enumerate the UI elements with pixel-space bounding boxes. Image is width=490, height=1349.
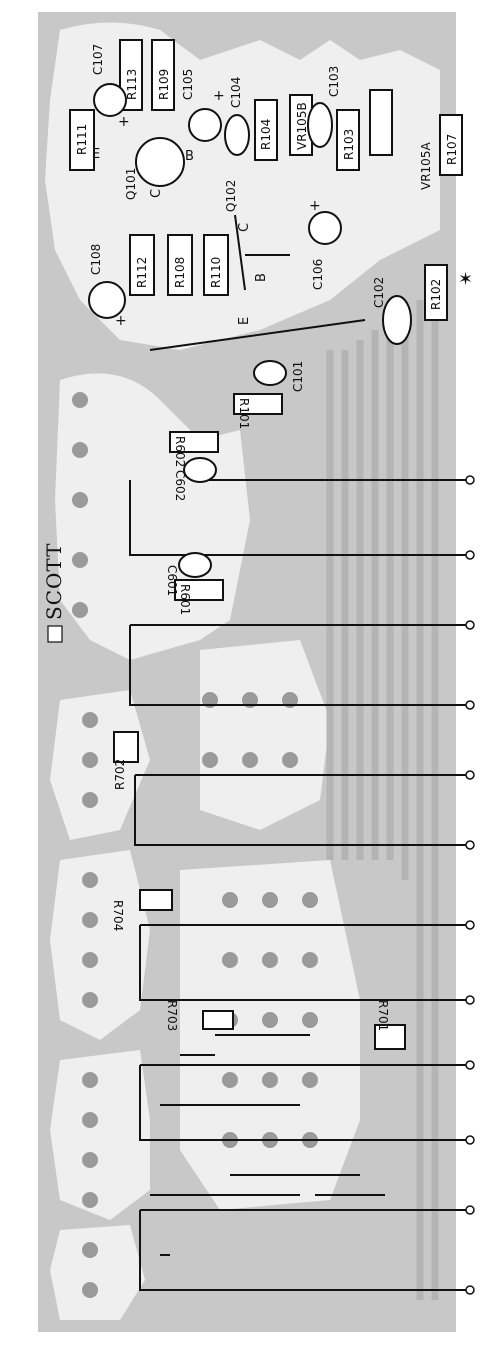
terminal-c-q102: C [237,223,252,232]
star-mark: ✶ [458,269,473,290]
svg-text:+: + [309,198,321,214]
terminal-b-q101: B [185,149,194,164]
label-r109: R109 [157,69,171,100]
label-r107: R107 [445,134,459,165]
resistors [69,39,463,1050]
label-c104: C104 [229,77,243,108]
label-vr105a: VR105A [419,142,433,190]
label-r102: R102 [429,279,443,310]
label-r101: R101 [237,398,251,429]
terminal-b-q102: B [254,273,269,282]
label-c601: C601 [165,565,179,596]
label-q101: Q101 [124,168,138,200]
label-r110: R110 [209,257,223,288]
scott-logo: SCOTT [42,543,66,643]
transistor-q102-lead [234,214,246,291]
svg-text:+: + [115,313,127,329]
transistor-q101 [135,137,185,187]
svg-text:+: + [213,88,225,104]
label-c106: C106 [311,259,325,290]
label-c103: C103 [327,66,341,97]
label-r703: R703 [165,1000,179,1031]
capacitors [88,83,412,578]
label-r602: R602 [173,436,187,467]
label-r104: R104 [259,119,273,150]
label-r704: R704 [111,900,125,931]
brand-name: SCOTT [42,543,66,620]
component-labels: R111 R113 R109 R104 VR105B R103 R107 VR1… [75,44,459,1032]
label-r701: R701 [376,1000,390,1031]
solder-pads [72,392,318,1298]
label-r103: R103 [342,129,356,160]
svg-text:+: + [118,114,130,130]
label-c602: C602 [173,470,187,501]
label-q102: Q102 [224,180,238,212]
label-r113: R113 [125,69,139,100]
polarity-marks: + + + + [115,88,321,329]
jumper-wires [129,254,470,1291]
label-c108: C108 [89,244,103,275]
label-r112: R112 [135,257,149,288]
label-r111: R111 [75,124,89,155]
label-r702: R702 [113,759,127,790]
label-c101: C101 [291,361,305,392]
terminal-c-q101: C [149,189,164,198]
label-c105: C105 [181,69,195,100]
label-c107: C107 [91,44,105,75]
terminal-e-q102: E [237,317,252,325]
label-r108: R108 [173,257,187,288]
label-r601: R601 [178,584,192,615]
edge-terminals [465,475,475,1295]
label-c102: C102 [372,277,386,308]
terminal-e-q101: E [92,147,100,162]
label-vr105b: VR105B [295,102,309,150]
